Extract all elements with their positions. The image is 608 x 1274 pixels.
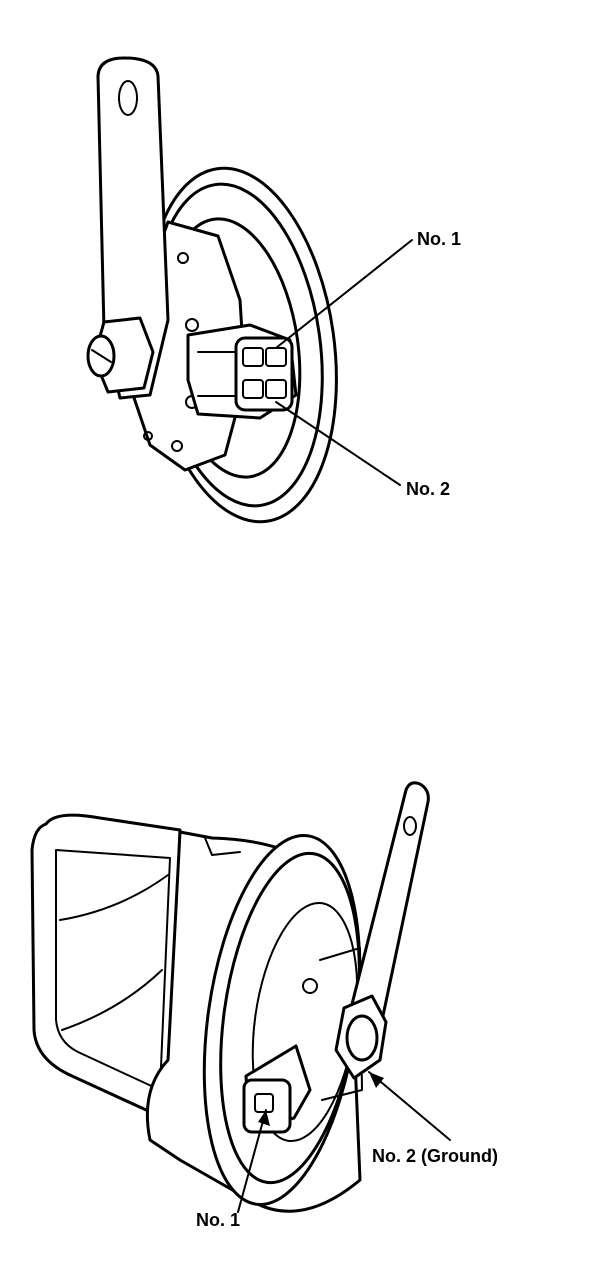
arrowhead-no1-bottom <box>258 1110 270 1126</box>
horn-connector-top <box>186 323 298 420</box>
horn-diagram-bottom: No. 2 (Ground) No. 1 <box>0 760 608 1274</box>
horn-drawing-bottom: No. 2 (Ground) No. 1 <box>30 781 498 1230</box>
arrowhead-no2-ground <box>369 1072 384 1088</box>
horn-drawing-top: No. 1 No. 2 <box>86 56 461 524</box>
bracket-nut <box>86 316 155 394</box>
horn-bracket <box>96 56 170 400</box>
bracket-nut-bottom <box>334 994 388 1080</box>
leader-no2-ground <box>368 1071 451 1141</box>
leader-no1-top <box>275 239 413 349</box>
label-no1-top: No. 1 <box>417 229 461 249</box>
leader-no2-top <box>275 401 401 486</box>
horn-trumpet <box>30 813 182 1122</box>
horn-bracket-bottom <box>344 781 430 1032</box>
leader-no1-bottom <box>237 1109 267 1213</box>
horn-connector-bottom <box>242 1044 312 1134</box>
horn-diagram-top: No. 1 No. 2 <box>0 0 608 560</box>
label-no2-top: No. 2 <box>406 479 450 499</box>
label-no2-ground: No. 2 (Ground) <box>372 1146 498 1166</box>
label-no1-bottom: No. 1 <box>196 1210 240 1230</box>
